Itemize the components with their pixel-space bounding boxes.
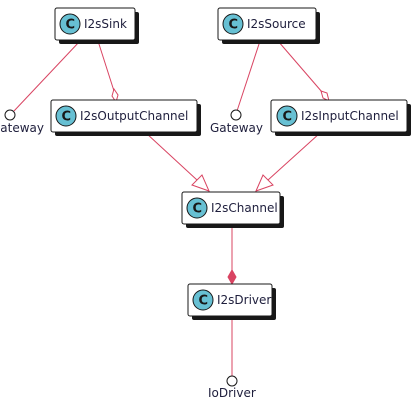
class-i2s-channel[interactable]: C I2sChannel xyxy=(181,191,284,228)
class-box xyxy=(270,99,408,133)
link-source-gateway xyxy=(236,40,261,112)
class-i2s-source[interactable]: C I2sSource xyxy=(217,7,320,44)
link-sink-gateway xyxy=(13,40,81,112)
class-name: I2sSink xyxy=(84,17,127,31)
class-stereotype-letter: C xyxy=(229,18,239,33)
class-name: I2sDriver xyxy=(217,293,271,307)
interface-label: IoDriver xyxy=(208,386,256,400)
class-stereotype-icon xyxy=(186,197,208,219)
class-box xyxy=(217,7,317,41)
link-input-channel-channel xyxy=(267,132,321,181)
interface-io-driver: IoDriver xyxy=(208,375,256,400)
class-stereotype-letter: C xyxy=(62,110,72,125)
composition-diamond-driver xyxy=(227,268,237,286)
interface-source-gateway: Gateway xyxy=(210,109,263,135)
class-i2s-driver[interactable]: C I2sDriver xyxy=(187,283,276,320)
interface-circle xyxy=(230,109,242,121)
class-stereotype-letter: C xyxy=(193,202,203,217)
class-stereotype-icon xyxy=(276,105,298,127)
link-output-channel-channel xyxy=(145,132,198,181)
extension-triangle-right xyxy=(255,174,274,192)
class-i2s-sink[interactable]: C I2sSink xyxy=(54,7,139,44)
class-name: I2sChannel xyxy=(211,201,278,215)
class-i2s-output-channel[interactable]: C I2sOutputChannel xyxy=(50,99,201,136)
class-stereotype-icon xyxy=(222,13,244,35)
class-box xyxy=(50,99,198,133)
class-stereotype-letter: C xyxy=(66,18,76,33)
class-i2s-input-channel[interactable]: C I2sInputChannel xyxy=(270,99,411,136)
class-name: I2sInputChannel xyxy=(301,109,399,123)
links xyxy=(13,40,330,376)
link-source-input-channel xyxy=(277,40,323,93)
extension-triangle-left xyxy=(191,174,210,192)
interface-sink-gateway: Gateway xyxy=(0,109,44,135)
interface-circle xyxy=(4,109,16,121)
interface-label: Gateway xyxy=(210,121,263,135)
interface-circle xyxy=(226,375,238,387)
class-box xyxy=(181,191,281,225)
class-stereotype-icon xyxy=(59,13,81,35)
class-stereotype-letter: C xyxy=(199,294,209,309)
class-stereotype-icon xyxy=(192,289,214,311)
class-stereotype-icon xyxy=(55,105,77,127)
class-name: I2sSource xyxy=(247,17,306,31)
class-stereotype-letter: C xyxy=(283,110,293,125)
interface-label: Gateway xyxy=(0,121,44,135)
link-sink-output-channel xyxy=(97,40,115,92)
class-name: I2sOutputChannel xyxy=(80,109,188,123)
